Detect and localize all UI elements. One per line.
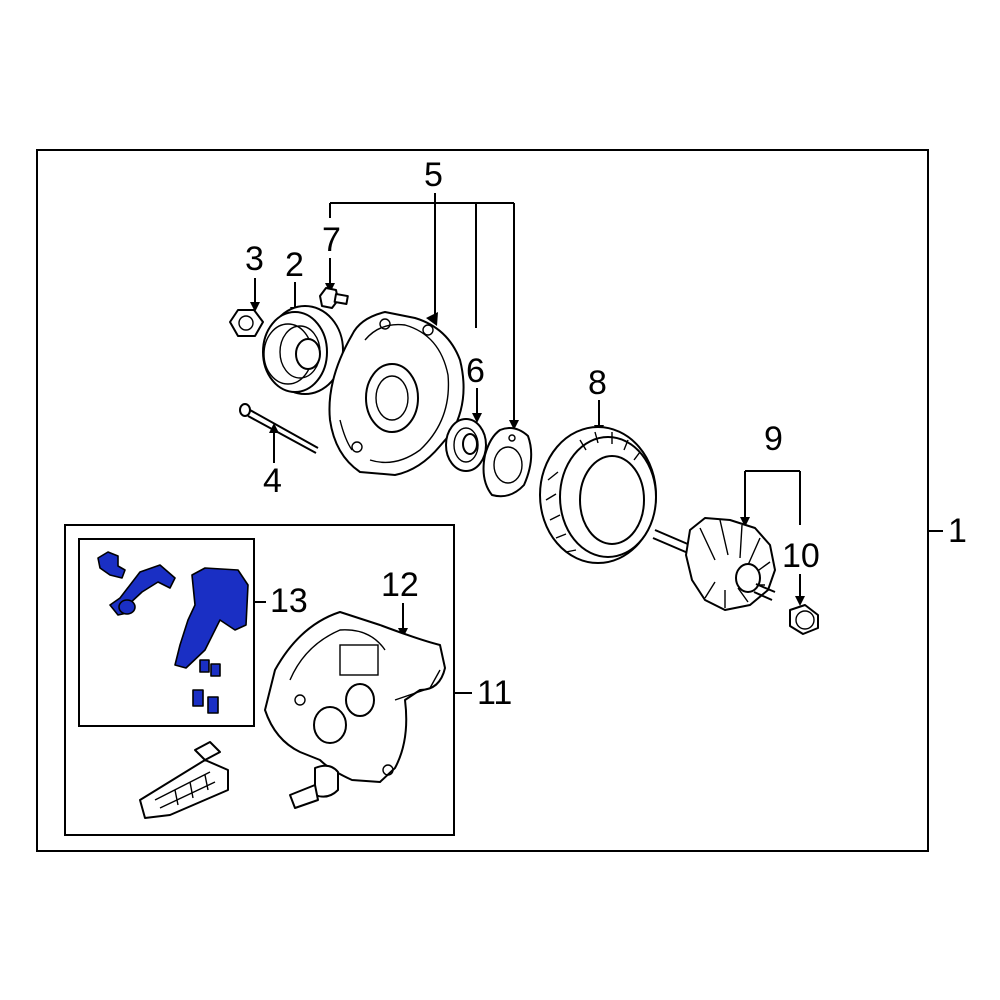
outer-frame [36,149,929,852]
group-13-box [78,538,255,727]
brush-holder-screw [97,551,126,579]
spring-b [207,696,219,714]
bolt-part-7 [319,287,349,309]
rotor-part-9 [652,517,776,611]
spring-a [192,689,204,707]
rectifier [139,741,229,819]
callout-12: 12 [381,566,419,604]
bearing-part-10 [789,604,819,635]
callout-7: 7 [322,221,341,259]
callout-4: 4 [263,462,282,500]
callout-10: 10 [782,537,820,575]
nut-part-3 [229,309,264,337]
bearing-part-6 [445,418,487,472]
callout-5: 5 [424,156,443,194]
front-housing-part-5 [328,311,465,476]
callout-13: 13 [270,582,308,620]
callout-2: 2 [285,246,304,284]
retainer-plate [482,427,533,498]
leader-lines [254,193,943,694]
sensor-connector [289,764,339,809]
callout-6: 6 [466,352,485,390]
callout-8: 8 [588,364,607,402]
stator-part-8 [539,426,657,564]
callout-9: 9 [764,420,783,458]
rear-housing-part-12 [264,611,446,783]
brush-holder-body [174,567,249,669]
callout-11: 11 [477,674,512,712]
callout-1: 1 [948,512,967,550]
pulley-part-2 [262,305,344,395]
brush-holder-part-13 [97,551,249,714]
callout-3: 3 [245,240,264,278]
group-11-box [64,524,455,836]
brush-a [199,659,210,673]
through-bolt-part-4 [239,403,319,454]
brush-holder-washer [118,599,136,615]
brush-b [210,663,221,677]
